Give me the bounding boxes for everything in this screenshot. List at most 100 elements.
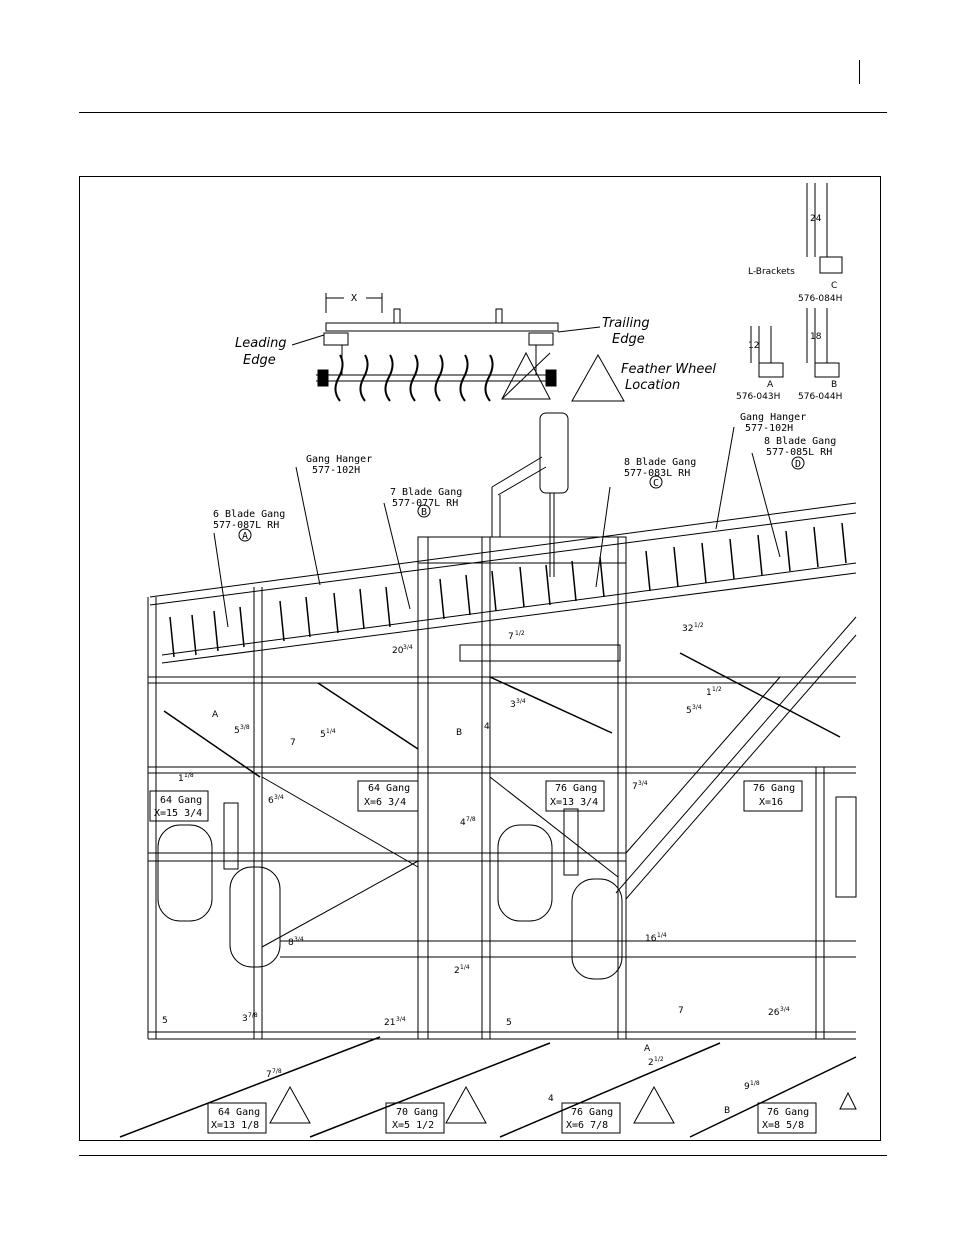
dim-5d: 5: [162, 1016, 168, 1026]
dim-5a: 5: [234, 726, 240, 736]
dim-6: 6: [268, 796, 274, 806]
dim-7-frac: 1/2: [515, 630, 525, 637]
dim-7: 7: [508, 632, 514, 642]
dim-5b-frac: 1/4: [326, 728, 336, 735]
footer-rule: [79, 1155, 887, 1156]
gang-hanger-left-2: 577-102H: [312, 465, 360, 476]
dim-2b: 2: [648, 1058, 654, 1068]
dim-1a-frac: 1/2: [712, 686, 722, 693]
dim-7c: 7: [678, 1006, 684, 1016]
dim-5e: 5: [506, 1018, 512, 1028]
trailing-edge-label-1: Trailing: [602, 316, 650, 331]
dim-16: 16: [645, 934, 657, 944]
assembly-drawing: X Leading Edge Trailing Edge Feather Whe…: [119, 183, 857, 1138]
dim-8-frac: 3/4: [294, 936, 304, 943]
dim-2b-frac: 1/2: [654, 1056, 664, 1063]
gang-hanger-right-2: 577-102H: [745, 423, 793, 434]
dim-26: 26: [768, 1008, 780, 1018]
gang-6-label-2: 577-087L RH: [213, 520, 279, 531]
dim-7b: 7: [632, 782, 638, 792]
box-4-line-2: X=16: [759, 797, 783, 808]
rear-disc-gangs: [119, 652, 857, 1138]
dim-5c: 5: [686, 706, 692, 716]
dim-32: 32: [682, 624, 693, 634]
dim-4c: 4: [548, 1094, 554, 1104]
dim-3-frac: 3/4: [516, 698, 526, 705]
dim-32-frac: 1/2: [694, 622, 704, 629]
dim-2a-frac: 1/4: [460, 964, 470, 971]
feather-wheel-label-2: Location: [625, 378, 680, 393]
bracket-c-part: 576-084H: [798, 294, 842, 304]
dim-7b-frac: 3/4: [638, 780, 648, 787]
header-tick: [859, 60, 860, 84]
feather-wheel-symbol: [571, 353, 625, 402]
dim-26-frac: 3/4: [780, 1006, 790, 1013]
gang-8d-label-1: 8 Blade Gang: [764, 436, 836, 447]
gang-6-tag: A: [242, 531, 248, 542]
diagram-frame: X Leading Edge Trailing Edge Feather Whe…: [79, 176, 881, 1141]
gang-7-tag: B: [421, 507, 427, 518]
dim-2a: 2: [454, 966, 460, 976]
bracket-a-part: 576-043H: [736, 392, 780, 402]
dim-21: 21: [384, 1018, 395, 1028]
dim-5c-frac: 3/4: [692, 704, 702, 711]
dim-point-a2: A: [644, 1044, 651, 1054]
box-2-line-1: 64 Gang: [368, 783, 410, 794]
dim-4b-frac: 7/8: [466, 816, 476, 823]
main-frame: [147, 412, 857, 1040]
box-2-line-2: X=6 3/4: [364, 797, 406, 808]
box-8-line-2: X=8 5/8: [762, 1120, 804, 1131]
bracket-b-dim: 18: [810, 332, 822, 342]
box-6-line-2: X=5 1/2: [392, 1120, 434, 1131]
box-4-line-1: 76 Gang: [753, 783, 795, 794]
dim-20-frac: 3/4: [403, 644, 413, 651]
dim-5b: 5: [320, 730, 326, 740]
gang-7-label-2: 577-077L RH: [392, 498, 458, 509]
box-3-line-2: X=13 3/4: [550, 797, 598, 808]
gang-detail: [291, 293, 601, 402]
dim-7d-frac: 7/8: [272, 1068, 282, 1075]
gang-hanger-right-1: Gang Hanger: [740, 412, 806, 423]
dim-3b: 3: [242, 1014, 248, 1024]
gang-8c-label-2: 577-083L RH: [624, 468, 690, 479]
gang-7-label-1: 7 Blade Gang: [390, 487, 462, 498]
dim-point-a1: A: [212, 710, 219, 720]
box-5-line-2: X=13 1/8: [211, 1120, 259, 1131]
dim-20: 20: [392, 646, 404, 656]
dim-point-b1: B: [456, 728, 462, 738]
dim-3b-frac: 7/8: [248, 1012, 258, 1019]
l-brackets-label: L-Brackets: [748, 267, 795, 277]
box-5-line-1: 64 Gang: [218, 1107, 260, 1118]
gang-8c-label-1: 8 Blade Gang: [624, 457, 696, 468]
dim-4: 4: [484, 722, 490, 732]
dim-6-frac: 3/4: [274, 794, 284, 801]
dim-16-frac: 1/4: [657, 932, 667, 939]
dim-9-frac: 1/8: [750, 1080, 760, 1087]
box-1-line-2: X=15 3/4: [154, 808, 202, 819]
box-8-line-1: 76 Gang: [767, 1107, 809, 1118]
gang-6-label-1: 6 Blade Gang: [213, 509, 285, 520]
bracket-c-dim: 24: [810, 214, 822, 224]
dim-4b: 4: [460, 818, 466, 828]
box-3-line-1: 76 Gang: [555, 783, 597, 794]
gang-8d-tag: D: [795, 459, 801, 470]
dim-7d: 7: [266, 1070, 272, 1080]
leading-edge-label-2: Edge: [243, 353, 276, 368]
feather-wheel-label-1: Feather Wheel: [621, 362, 716, 377]
leading-edge-label-1: Leading: [235, 336, 287, 351]
gang-8c-tag: C: [653, 478, 659, 489]
bracket-b-part: 576-044H: [798, 392, 842, 402]
dim-point-b2: B: [724, 1106, 730, 1116]
box-1-line-1: 64 Gang: [160, 795, 202, 806]
header-rule: [79, 112, 887, 113]
dim-7a: 7: [290, 738, 296, 748]
dim-8: 8: [288, 938, 294, 948]
dim-21-frac: 3/4: [396, 1016, 406, 1023]
box-7-line-2: X=6 7/8: [566, 1120, 608, 1131]
dim-1b: 1: [178, 774, 184, 784]
box-7-line-1: 76 Gang: [571, 1107, 613, 1118]
bracket-c-letter: C: [831, 281, 837, 291]
bracket-b-letter: B: [831, 380, 837, 390]
dim-1b-frac: 1/8: [184, 772, 194, 779]
bracket-a-dim: 12: [748, 341, 759, 351]
